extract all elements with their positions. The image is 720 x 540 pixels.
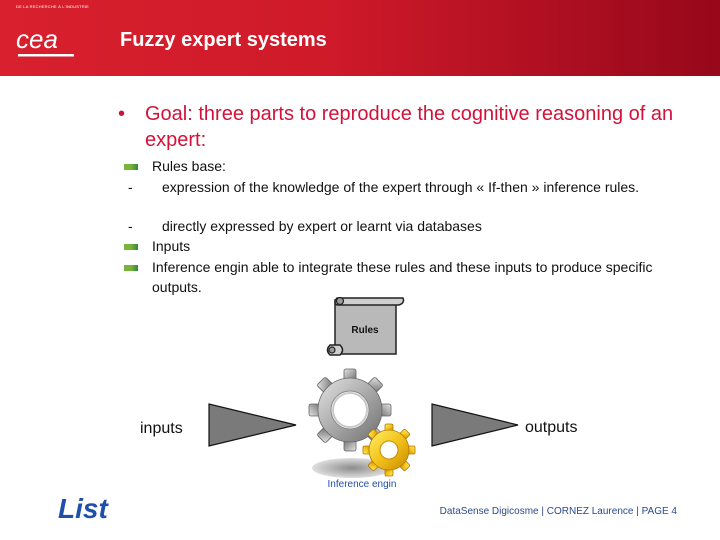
- slide-title: Fuzzy expert systems: [120, 29, 327, 51]
- green-bullet-icon: [124, 265, 138, 271]
- inputs-arrow-shape: [208, 403, 297, 447]
- list-item-inputs: Inputs: [124, 236, 684, 256]
- inference-engine-label: Inference engin: [328, 479, 397, 490]
- rules-label: Rules: [351, 325, 379, 336]
- inputs-label: inputs: [140, 420, 183, 437]
- goal-text: Goal: three parts to reproduce the cogni…: [145, 103, 674, 151]
- green-bullet-icon: [124, 164, 138, 170]
- sub-item-directly-text: directly expressed by expert or learnt v…: [162, 218, 482, 234]
- rules-base-label: Rules base:: [152, 158, 226, 174]
- goal-bullet: • Goal: three parts to reproduce the cog…: [118, 101, 698, 153]
- cea-logo-text: cea: [16, 26, 58, 54]
- outputs-arrow-shape: [431, 403, 519, 447]
- outputs-label: outputs: [525, 419, 577, 436]
- rules-scroll-icon: [326, 296, 405, 356]
- sub-item-expression-text: expression of the knowledge of the exper…: [162, 179, 640, 195]
- list-logo: List: [58, 493, 109, 524]
- gold-gear-icon: [362, 423, 416, 477]
- inputs-item-text: Inputs: [152, 238, 191, 254]
- footer-text: DataSense Digicosme | CORNEZ Laurence | …: [439, 506, 677, 517]
- sub-item-directly: - directly expressed by expert or learnt…: [128, 216, 678, 236]
- slide-header: DE LA RECHERCHE À L'INDUSTRIE cea Fuzzy …: [0, 0, 720, 76]
- cea-logo: cea: [16, 26, 74, 57]
- list-item-inference: Inference engin able to integrate these …: [124, 257, 684, 297]
- green-bullet-icon: [124, 244, 138, 250]
- inference-item-text: Inference engin able to integrate these …: [152, 259, 653, 295]
- bullet-dot: •: [118, 103, 126, 125]
- list-item-rules-base: Rules base:: [124, 156, 684, 176]
- logo-tagline: DE LA RECHERCHE À L'INDUSTRIE: [16, 4, 90, 9]
- dash-bullet: -: [128, 218, 133, 234]
- dash-bullet: -: [128, 179, 133, 195]
- sub-item-expression: - expression of the knowledge of the exp…: [128, 177, 678, 197]
